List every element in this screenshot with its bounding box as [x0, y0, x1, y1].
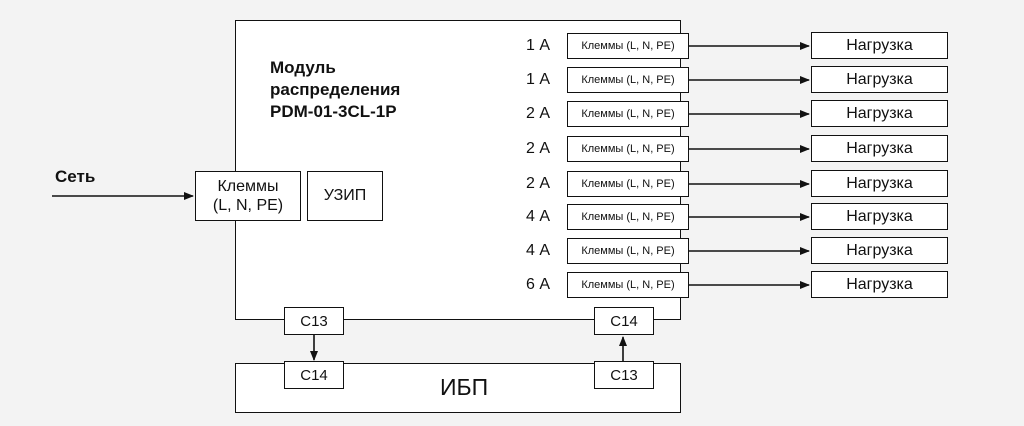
ups-connector-right: C13 [594, 361, 654, 389]
ups-connector-left: C14 [284, 361, 344, 389]
input-terminals: Клеммы (L, N, PE) [195, 171, 301, 221]
output-current: 1 А [525, 71, 550, 88]
load-box: Нагрузка [811, 100, 948, 127]
output-current: 2 А [525, 140, 550, 157]
surge-protector: УЗИП [307, 171, 383, 221]
output-terminals: Клеммы (L, N, PE) [567, 67, 689, 93]
mains-label: Сеть [55, 167, 96, 186]
module-connector-left: C13 [284, 307, 344, 335]
output-current: 2 А [525, 175, 550, 192]
module-title: Модуль распределения PDM-01-3CL-1P [270, 58, 401, 121]
output-current: 6 А [525, 276, 550, 293]
load-box: Нагрузка [811, 271, 948, 298]
load-box: Нагрузка [811, 66, 948, 93]
load-box: Нагрузка [811, 237, 948, 264]
output-terminals: Клеммы (L, N, PE) [567, 171, 689, 197]
output-current: 2 А [525, 105, 550, 122]
ups-label: ИБП [440, 374, 489, 400]
output-terminals: Клеммы (L, N, PE) [567, 101, 689, 127]
output-current: 1 А [525, 37, 550, 54]
output-terminals: Клеммы (L, N, PE) [567, 204, 689, 230]
output-terminals: Клеммы (L, N, PE) [567, 33, 689, 59]
load-box: Нагрузка [811, 32, 948, 59]
module-connector-right: C14 [594, 307, 654, 335]
load-box: Нагрузка [811, 203, 948, 230]
output-current: 4 А [525, 208, 550, 225]
output-terminals: Клеммы (L, N, PE) [567, 238, 689, 264]
load-box: Нагрузка [811, 135, 948, 162]
output-terminals: Клеммы (L, N, PE) [567, 272, 689, 298]
output-current: 4 А [525, 242, 550, 259]
output-terminals: Клеммы (L, N, PE) [567, 136, 689, 162]
load-box: Нагрузка [811, 170, 948, 197]
